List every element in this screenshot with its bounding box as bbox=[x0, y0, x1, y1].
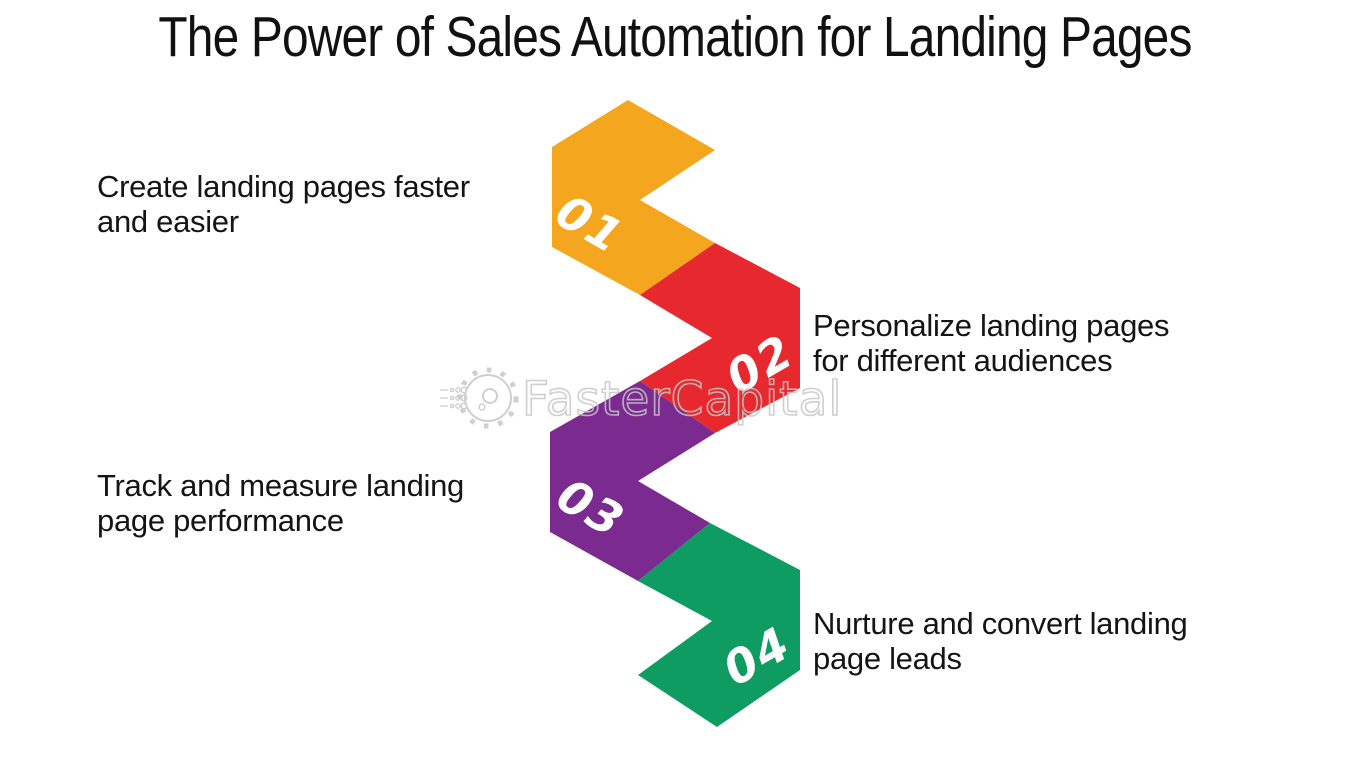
ribbon-segment-4 bbox=[638, 523, 800, 727]
step-label-2: Personalize landing pages for different … bbox=[813, 308, 1169, 378]
step-label-2-line1: Personalize landing pages bbox=[813, 308, 1170, 343]
step-label-3: Track and measure landing page performan… bbox=[97, 468, 464, 538]
step-label-2-line2: for different audiences bbox=[813, 343, 1113, 378]
step-label-3-line2: page performance bbox=[97, 503, 344, 538]
step-label-4: Nurture and convert landing page leads bbox=[813, 606, 1188, 676]
page-title: The Power of Sales Automation for Landin… bbox=[0, 4, 1350, 70]
step-label-1: Create landing pages faster and easier bbox=[97, 169, 470, 239]
ribbon-segment-3 bbox=[550, 381, 715, 581]
step-label-3-line1: Track and measure landing bbox=[97, 468, 464, 503]
step-label-1-line1: Create landing pages faster bbox=[97, 169, 470, 204]
step-label-4-line2: page leads bbox=[813, 641, 962, 676]
step-label-4-line1: Nurture and convert landing bbox=[813, 606, 1188, 641]
ribbon-segment-2 bbox=[640, 243, 800, 433]
ribbon-segment-1 bbox=[552, 100, 715, 295]
step-label-1-line2: and easier bbox=[97, 204, 239, 239]
page-title-text: The Power of Sales Automation for Landin… bbox=[158, 5, 1192, 69]
